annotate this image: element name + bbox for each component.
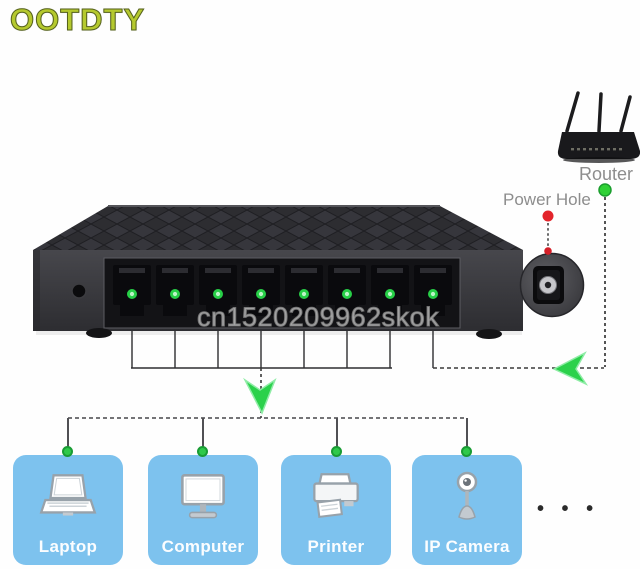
ip-camera-icon	[437, 467, 497, 529]
device-drop-lines	[67, 418, 468, 447]
device-card-computer: Computer	[148, 455, 258, 565]
power-red-dot	[542, 210, 554, 222]
switch-foot	[86, 328, 112, 338]
laptop-icon	[35, 467, 101, 529]
port-bus-lines	[131, 331, 392, 369]
connector-dot	[461, 446, 472, 457]
device-card-ip-camera: IP Camera	[412, 455, 522, 565]
device-label: IP Camera	[424, 537, 510, 556]
computer-icon	[170, 467, 236, 529]
down-arrow-icon	[243, 377, 277, 415]
switch-foot	[476, 329, 502, 339]
power-hole-label: Power Hole	[503, 190, 591, 209]
device-label: Computer	[161, 537, 245, 556]
power-red-dot-small	[544, 247, 552, 255]
network-switch-photo	[33, 205, 523, 339]
router-icon	[557, 91, 640, 163]
device-card-printer: Printer	[281, 455, 391, 565]
brand-logo: OOTDTY	[9, 2, 146, 38]
watermark-text: cn1520209962skok	[196, 301, 440, 332]
connector-dot	[62, 446, 73, 457]
power-hole-zoom	[519, 252, 585, 318]
router-green-dot	[598, 183, 612, 197]
device-card-laptop: Laptop	[13, 455, 123, 565]
connector-dot	[331, 446, 342, 457]
connection-lines	[67, 197, 606, 447]
more-devices-ellipsis: • • •	[537, 498, 600, 520]
device-label: Printer	[307, 537, 365, 556]
connector-dot	[197, 446, 208, 457]
left-arrow-icon	[552, 351, 589, 386]
switch-shadow	[36, 330, 522, 335]
router-label: Router	[579, 164, 634, 184]
annotation-markers	[542, 183, 612, 255]
reset-hole	[71, 283, 87, 299]
device-label: Laptop	[38, 537, 98, 556]
printer-icon	[303, 467, 369, 529]
